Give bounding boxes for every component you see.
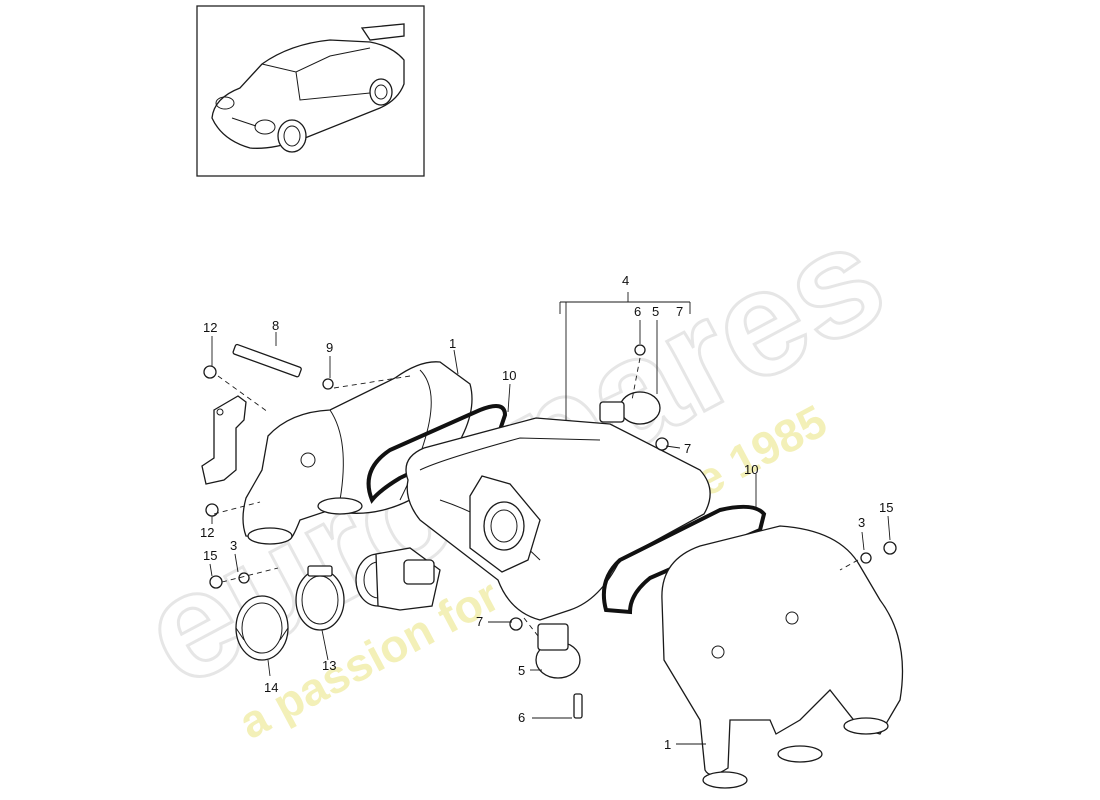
callout-4: 4 (622, 273, 629, 288)
callout-8: 8 (272, 318, 279, 333)
throttle-flange (469, 475, 541, 573)
callout-1-lower: 1 (664, 737, 671, 752)
callout-15-left: 15 (203, 548, 217, 563)
leader-lines (209, 320, 891, 745)
callout-3-left: 3 (230, 538, 237, 553)
intake-gasket-left (366, 404, 508, 504)
callout-5-upper: 5 (652, 304, 659, 319)
car-thumbnail (196, 5, 425, 177)
callout-13: 13 (322, 658, 336, 673)
group-4-bracket (559, 292, 691, 430)
left-bracket (201, 395, 247, 485)
actuator-upper (599, 391, 669, 451)
intake-gasket-right (601, 504, 767, 615)
callout-12-upper: 12 (203, 320, 217, 335)
actuator-lower (509, 617, 583, 719)
callout-9: 9 (326, 340, 333, 355)
callout-3-right: 3 (858, 515, 865, 530)
hose-clamp (295, 565, 345, 631)
connection-sleeve (235, 595, 289, 661)
callout-10-upper: 10 (502, 368, 516, 383)
throttle-body (355, 547, 441, 611)
callout-7-right: 7 (684, 441, 691, 456)
car-icon (211, 23, 405, 153)
assembly-dashed-lines (213, 357, 859, 637)
callout-6-lower: 6 (518, 710, 525, 725)
callout-6-upper: 6 (634, 304, 641, 319)
callout-12-lower: 12 (200, 525, 214, 540)
fasteners (203, 343, 897, 589)
callout-7-lower: 7 (476, 614, 483, 629)
callout-14: 14 (264, 680, 278, 695)
callout-7-upper: 7 (676, 304, 683, 319)
right-intake-manifold (661, 525, 904, 789)
callout-10-lower: 10 (744, 462, 758, 477)
callout-1-upper: 1 (449, 336, 456, 351)
callout-15-right: 15 (879, 500, 893, 515)
callout-5-lower: 5 (518, 663, 525, 678)
callouts: 4 6 5 7 7 12 8 9 1 10 12 3 15 14 13 7 5 … (200, 273, 893, 752)
